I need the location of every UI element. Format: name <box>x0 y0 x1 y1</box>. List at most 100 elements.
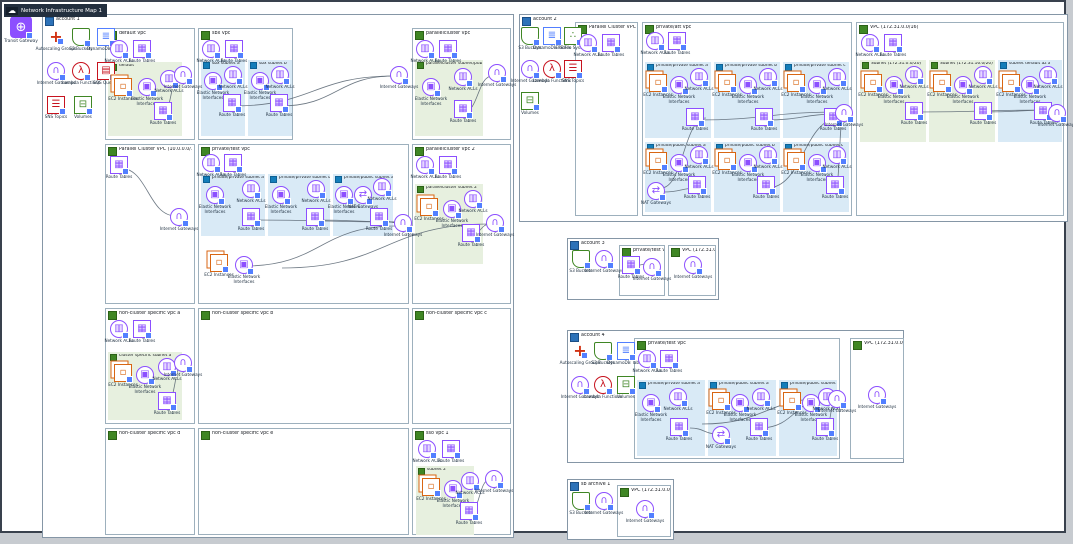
route-table-icon[interactable]: ▦Route Tables <box>970 102 996 126</box>
elastic-network-interface-icon[interactable]: ▣Elastic Network Interfaces <box>801 76 833 105</box>
network-acl-icon[interactable]: ▥Network ACLs <box>410 40 440 64</box>
route-table-icon[interactable]: ▦Route Tables <box>458 224 484 248</box>
elastic-network-interface-icon[interactable]: ▣Elastic Network Interfaces <box>801 154 833 183</box>
elastic-network-interface-icon[interactable]: ▣Elastic Network Interfaces <box>228 256 260 285</box>
route-table-icon[interactable]: ▦Route Tables <box>753 176 779 200</box>
volumes-icon[interactable]: ⊟Volumes <box>73 96 93 120</box>
elastic-network-interface-icon[interactable]: ▣Elastic Network Interfaces <box>197 72 229 101</box>
network-acl-icon[interactable]: ▥Network ACLs <box>684 146 714 170</box>
network-acl-icon[interactable]: ▥Network ACLs <box>104 320 134 344</box>
internet-gateway-icon[interactable]: ∩Internet Gateways <box>478 64 516 88</box>
ec2-instances-icon[interactable]: ▫EC2 Instances <box>927 74 957 98</box>
elastic-network-interface-icon[interactable]: ▣Elastic Network Interfaces <box>724 394 756 423</box>
route-table-icon[interactable]: ▦Route Tables <box>682 108 708 132</box>
s3-bucket-icon[interactable]: S3 Buckets <box>591 342 615 366</box>
ec2-instances-icon[interactable]: ▫EC2 Instances <box>777 392 807 416</box>
elastic-network-interface-icon[interactable]: ▣Elastic Network Interfaces <box>878 76 910 105</box>
elastic-network-interface-icon[interactable]: ▣Elastic Network Interfaces <box>328 186 360 215</box>
network-acl-icon[interactable]: ▥Network ACLs <box>753 68 783 92</box>
route-table-icon[interactable]: ▦Route Tables <box>656 350 682 374</box>
volumes-icon[interactable]: ⊟Volumes <box>616 376 636 400</box>
ec2-instances-icon[interactable]: ▫EC2 Instances <box>108 364 138 388</box>
elastic-network-interface-icon[interactable]: ▣Elastic Network Interfaces <box>131 78 163 107</box>
internet-gateway-icon[interactable]: ∩Internet Gateways <box>674 256 712 280</box>
internet-gateway-icon[interactable]: ∩Internet Gateways <box>164 354 202 378</box>
network-acl-icon[interactable]: ▥Network ACLs <box>855 34 885 58</box>
elastic-network-interface-icon[interactable]: ▣Elastic Network Interfaces <box>1014 76 1046 105</box>
route-table-icon[interactable]: ▦Route Tables <box>438 440 464 464</box>
route-table-icon[interactable]: ▦Route Tables <box>154 392 180 416</box>
network-acl-icon[interactable]: ▥Network ACLs <box>236 180 266 204</box>
network-acl-icon[interactable]: ▥Network ACLs <box>663 388 693 412</box>
internet-gateway-icon[interactable]: ∩Internet Gateways <box>164 66 202 90</box>
route-table-icon[interactable]: ▦Route Tables <box>664 32 690 56</box>
s3-bucket-icon[interactable]: S3 Buckets <box>569 492 593 516</box>
internet-gateway-icon[interactable]: ∩Internet Gateways <box>384 214 422 238</box>
sns-topics-icon[interactable]: ☰SNS Topics <box>45 96 67 120</box>
network-acl-icon[interactable]: ▥Network ACLs <box>822 146 852 170</box>
elastic-network-interface-icon[interactable]: ▣Elastic Network Interfaces <box>947 76 979 105</box>
ec2-instances-icon[interactable]: ▫EC2 Instances <box>414 198 444 222</box>
route-table-icon[interactable]: ▦Route Tables <box>746 418 772 442</box>
internet-gateway-icon[interactable]: ∩Internet Gateways <box>825 104 863 128</box>
route-table-icon[interactable]: ▦Route Tables <box>220 154 246 178</box>
nat-gateway-icon[interactable]: ⇄NAT Gateways <box>706 426 736 450</box>
ec2-instances-icon[interactable]: ▫EC2 Instances <box>712 74 742 98</box>
route-table-icon[interactable]: ▦Route Tables <box>366 208 392 232</box>
network-acl-icon[interactable]: ▥Network ACLs <box>196 40 226 64</box>
route-table-icon[interactable]: ▦Route Tables <box>822 176 848 200</box>
route-table-icon[interactable]: ▦Route Tables <box>435 40 461 64</box>
route-table-icon[interactable]: ▦Route Tables <box>219 94 245 118</box>
route-table-icon[interactable]: ▦Route Tables <box>901 102 927 126</box>
internet-gateway-icon[interactable]: ∩Internet Gateways <box>561 376 599 400</box>
s3-bucket-icon[interactable]: S3 Buckets <box>569 250 593 274</box>
ec2-instances-icon[interactable]: ▫EC2 Instances <box>706 392 736 416</box>
internet-gateway-icon[interactable]: ∩Internet Gateways <box>476 214 514 238</box>
vpc-container-non-cluster-specific-vpc-b[interactable]: non-cluster specific vpc b <box>198 308 409 424</box>
elastic-network-interface-icon[interactable]: ▣Elastic Network Interfaces <box>265 186 297 215</box>
elastic-network-interface-icon[interactable]: ▣Elastic Network Interfaces <box>732 154 764 183</box>
elastic-network-interface-icon[interactable]: ▣Elastic Network Interfaces <box>635 394 667 423</box>
dynamodb-tables-icon[interactable]: ≣DynamoDB Tables <box>607 342 645 366</box>
ec2-instances-icon[interactable]: ▫EC2 Instances <box>643 74 673 98</box>
route-table-icon[interactable]: ▦Route Tables <box>150 102 176 126</box>
ec2-instances-icon[interactable]: ▫EC2 Instances <box>858 74 888 98</box>
network-acl-icon[interactable]: ▥Network ACLs <box>154 70 184 94</box>
route-table-icon[interactable]: ▦Route Tables <box>751 108 777 132</box>
network-acl-icon[interactable]: ▥Network ACLs <box>753 146 783 170</box>
vpc-container-parallel-cluster-vpc-10-0-0-0-16[interactable]: Parallel Cluster VPC (10.0.0.0/16) <box>575 22 638 216</box>
internet-gateway-icon[interactable]: ∩Internet Gateways <box>858 386 896 410</box>
internet-gateway-icon[interactable]: ∩Internet Gateways <box>380 66 418 90</box>
elastic-network-interface-icon[interactable]: ▣Elastic Network Interfaces <box>795 394 827 423</box>
internet-gateway-icon[interactable]: ∩Internet Gateways <box>585 492 623 516</box>
route-table-icon[interactable]: ▦Route Tables <box>684 176 710 200</box>
route-table-icon[interactable]: ▦Route Tables <box>435 156 461 180</box>
ec2-instances-icon[interactable]: ▫EC2 Instances <box>781 74 811 98</box>
route-table-icon[interactable]: ▦Route Tables <box>238 208 264 232</box>
route-table-icon[interactable]: ▦Route Tables <box>598 34 624 58</box>
autoscaling-groups-icon[interactable]: +Autoscaling Groups <box>36 28 76 52</box>
subnet-container-parallelcluster-subnet-public[interactable]: parallelcluster subnet/public <box>415 60 483 136</box>
route-table-icon[interactable]: ▦Route Tables <box>302 208 328 232</box>
ec2-instances-icon[interactable]: ▫EC2 Instances <box>996 74 1026 98</box>
ec2-instances-icon[interactable]: ▫EC2 Instances <box>204 254 234 278</box>
network-acl-icon[interactable]: ▥Network ACLs <box>218 66 248 90</box>
vpc-container-non-cluster-specific-vpc-d[interactable]: non-cluster specific vpc d <box>105 428 195 535</box>
network-acl-icon[interactable]: ▥Network ACLs <box>455 472 485 496</box>
network-acl-icon[interactable]: ▥Network ACLs <box>1033 66 1063 90</box>
route-table-icon[interactable]: ▦Route Tables <box>129 40 155 64</box>
elastic-network-interface-icon[interactable]: ▣Elastic Network Interfaces <box>129 366 161 395</box>
route-table-icon[interactable]: ▦Route Tables <box>880 34 906 58</box>
network-acl-icon[interactable]: ▥Network ACLs <box>746 388 776 412</box>
ec2-instances-icon[interactable]: ▫EC2 Instances <box>643 152 673 176</box>
sns-topics-icon[interactable]: ☰SNS Topics <box>562 60 584 84</box>
internet-gateway-icon[interactable]: ∩Internet Gateways <box>160 208 198 232</box>
route-table-icon[interactable]: ▦Route Tables <box>266 94 292 118</box>
autoscaling-groups-icon[interactable]: +Autoscaling Groups <box>560 342 600 366</box>
ec2-instances-icon[interactable]: ▫EC2 Instances <box>416 478 446 502</box>
route-table-icon[interactable]: ▦Route Tables <box>456 502 482 526</box>
route-table-icon[interactable]: ▦Route Tables <box>812 418 838 442</box>
